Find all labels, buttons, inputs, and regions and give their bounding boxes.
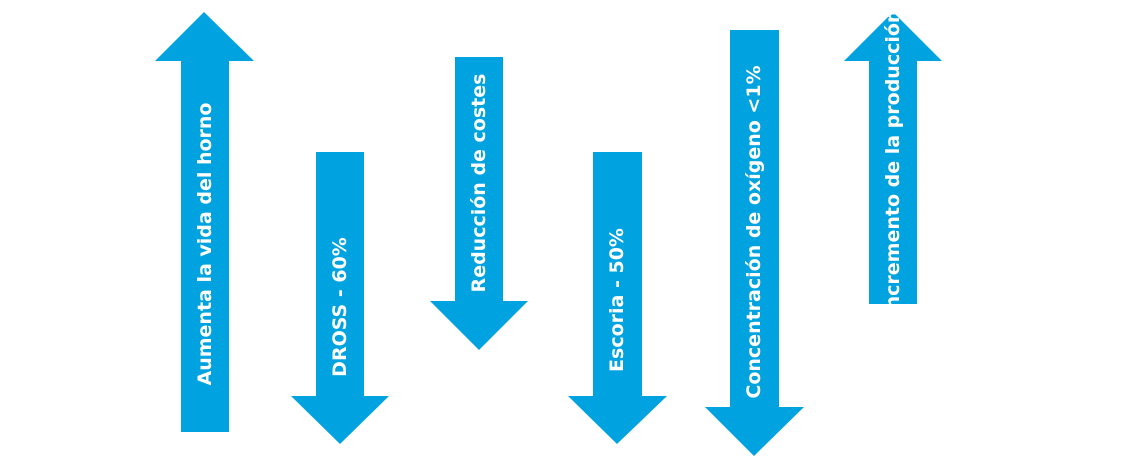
arrow-shape-down — [291, 152, 389, 444]
arrow-label: Aumenta la vida del horno — [194, 103, 216, 386]
arrow-shape-down — [568, 152, 667, 444]
arrow-label: DROSS - 60% — [329, 237, 351, 377]
arrow-escoria: Escoria - 50% — [568, 152, 667, 444]
arrow-label: Escoria - 50% — [606, 228, 628, 372]
arrow-label: Reducción de costes — [468, 74, 490, 293]
arrow-reduccion-costes: Reducción de costes — [430, 57, 528, 350]
arrow-concentracion-oxigeno: Concentración de oxígeno <1% — [705, 30, 804, 456]
arrow-incremento-produccion: Incremento de la producción — [844, 10, 942, 317]
arrow-label: Concentración de oxígeno <1% — [743, 65, 765, 398]
arrow-shape-down — [705, 30, 804, 456]
arrow-dross: DROSS - 60% — [291, 152, 389, 444]
arrow-shape-up — [155, 12, 254, 432]
arrow-shape-up — [844, 12, 942, 304]
arrow-label: Incremento de la producción — [882, 10, 904, 317]
arrow-shape-down — [430, 57, 528, 350]
arrow-aumenta-vida-horno: Aumenta la vida del horno — [155, 12, 254, 432]
